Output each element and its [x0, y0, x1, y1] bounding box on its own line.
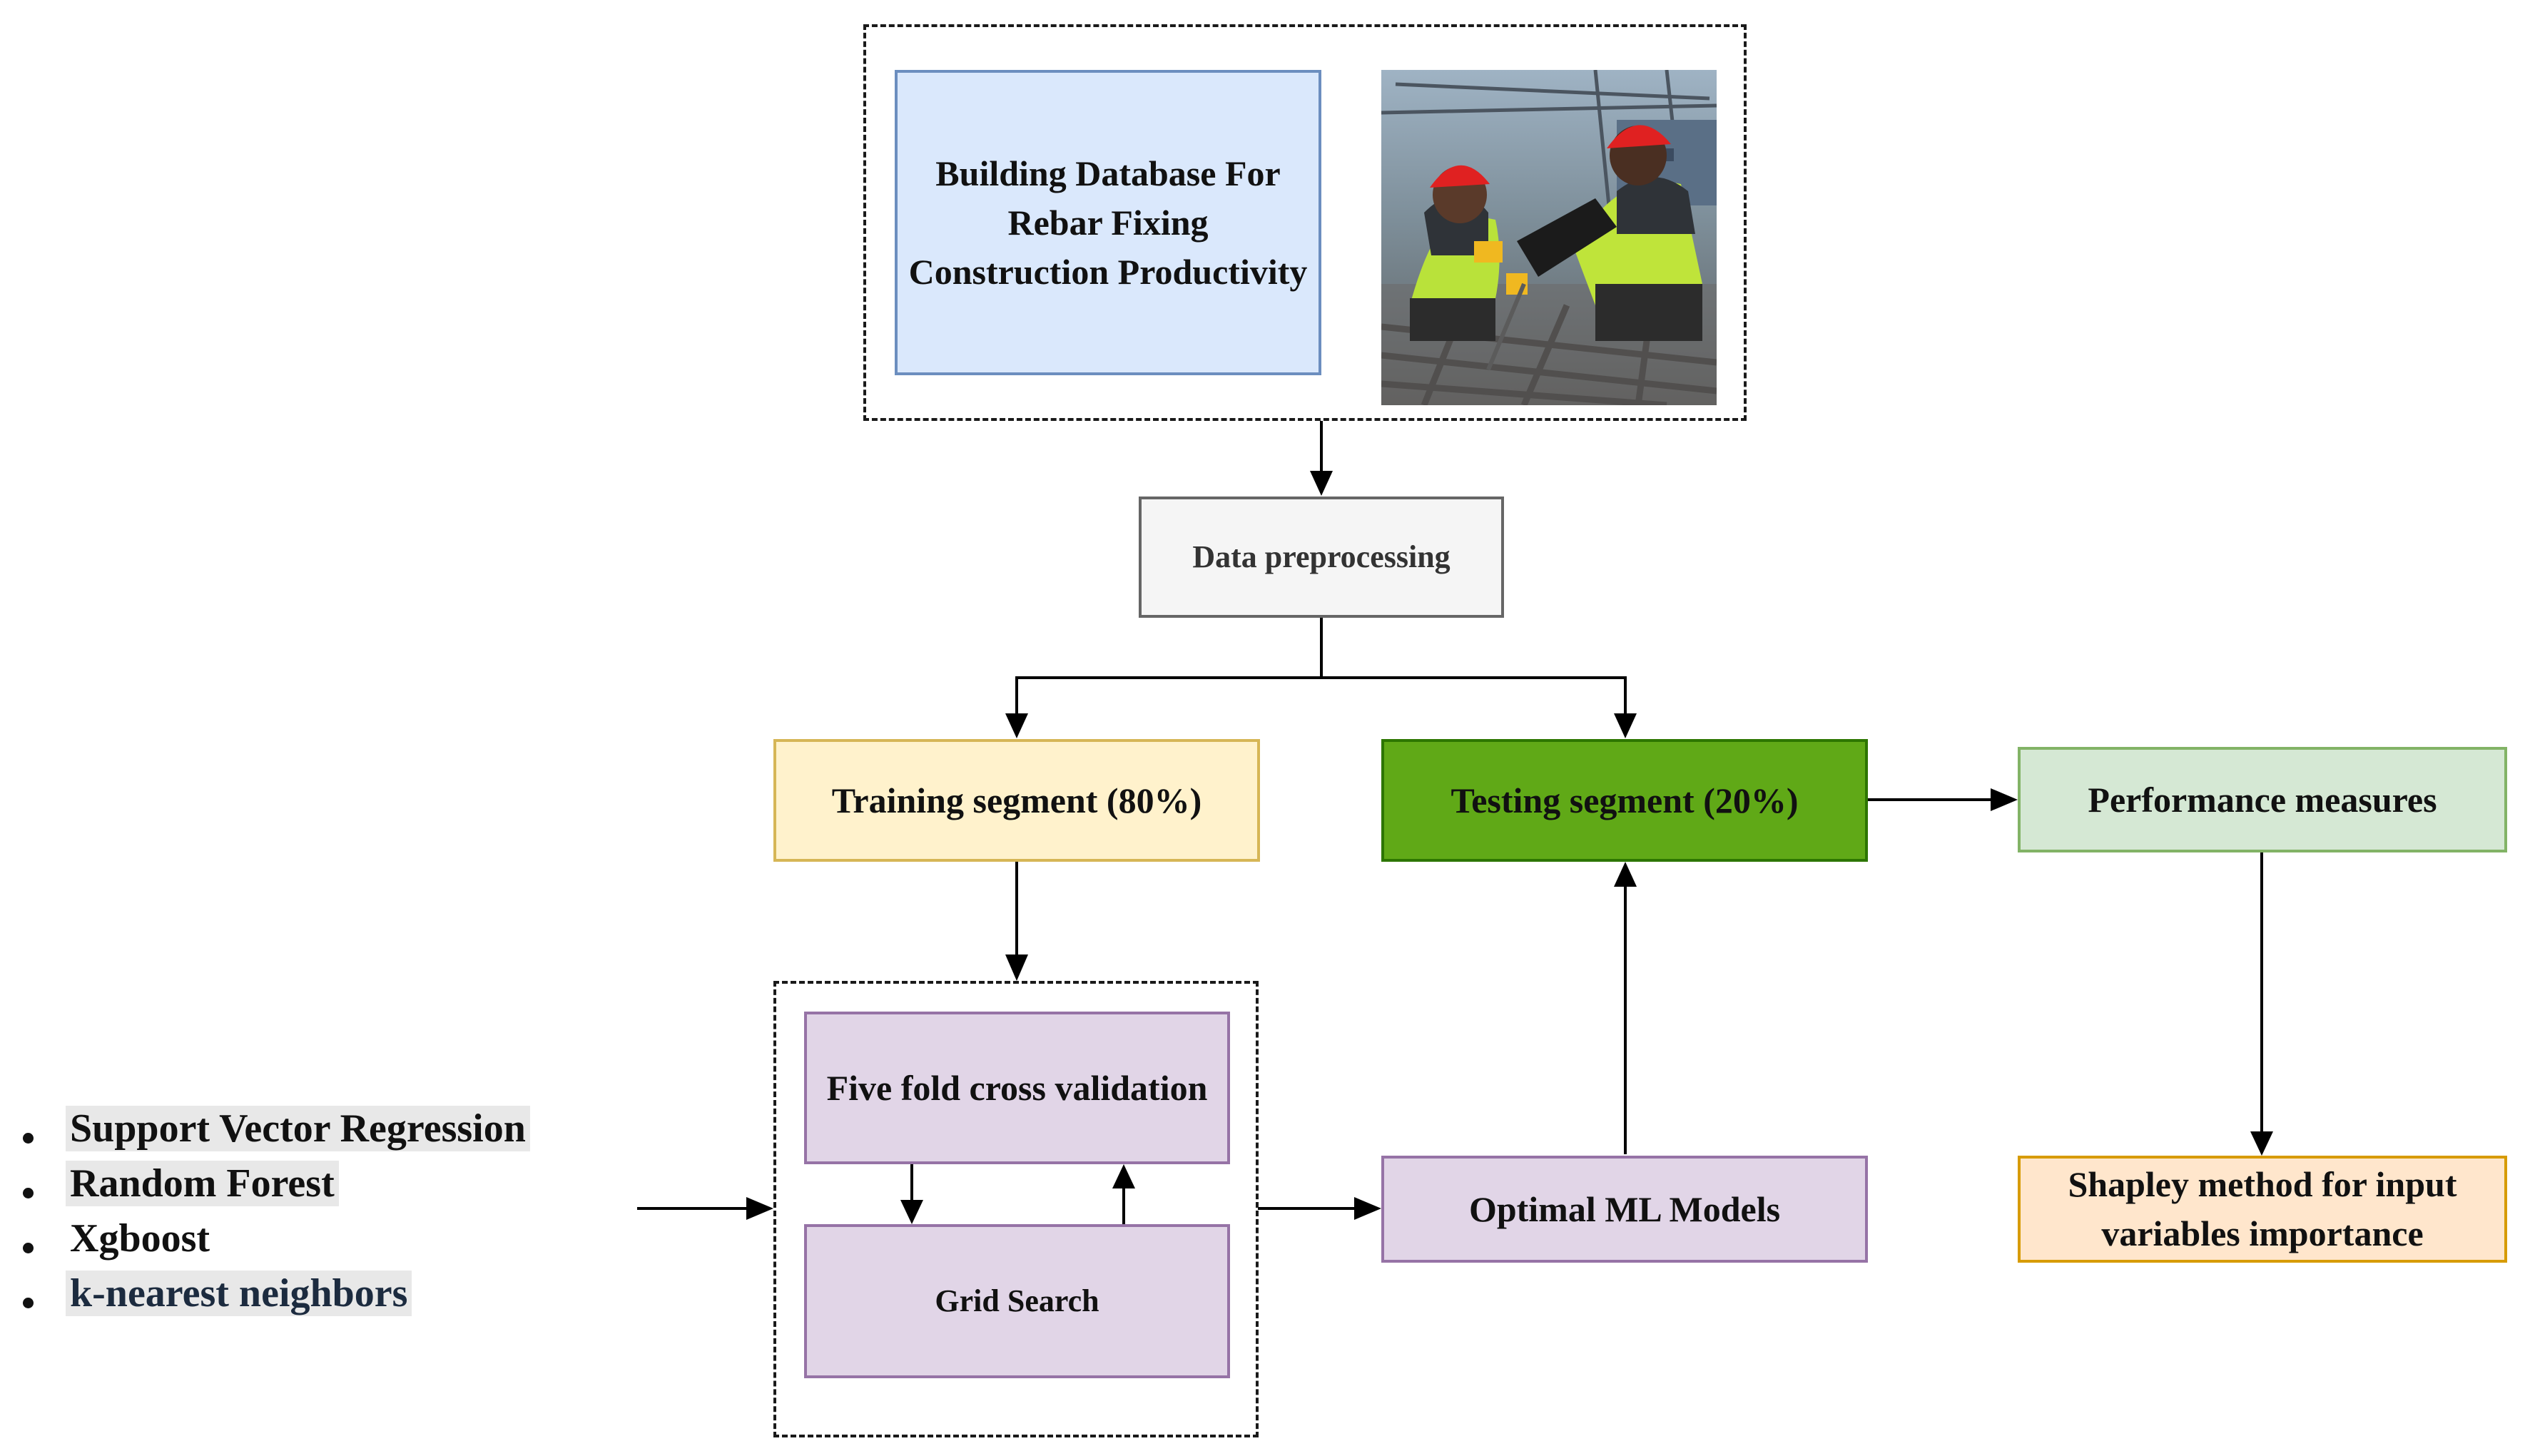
grid-search-label: Grid Search: [935, 1283, 1099, 1318]
training-segment-node: Training segment (80%): [773, 739, 1260, 862]
arrowhead-cv: [1112, 1164, 1135, 1188]
arrowhead-cv-group: [1005, 954, 1028, 981]
model-label: Random Forest: [66, 1161, 339, 1206]
model-tuning-group: [773, 981, 1259, 1437]
data-preprocessing-node: Data preprocessing: [1139, 497, 1504, 618]
data-preprocessing-label: Data preprocessing: [1192, 539, 1451, 574]
cross-validation-node: Five fold cross validation: [804, 1012, 1230, 1164]
arrow-split-to-testing: [1321, 676, 1627, 728]
arrowhead-optimal: [1354, 1197, 1381, 1220]
arrow-split-to-training: [1015, 676, 1321, 728]
arrowhead-testing-up: [1614, 862, 1637, 887]
testing-segment-node: Testing segment (20%): [1381, 739, 1868, 862]
optimal-ml-models-label: Optimal ML Models: [1468, 1188, 1781, 1229]
shapley-method-node: Shapley method for input variables impor…: [2018, 1156, 2507, 1263]
cross-validation-label: Five fold cross validation: [826, 1067, 1208, 1108]
model-label: Support Vector Regression: [66, 1106, 530, 1151]
model-label: k-nearest neighbors: [66, 1271, 412, 1316]
arrowhead-training: [1005, 713, 1028, 738]
arrowhead-list: [746, 1197, 773, 1220]
arrowhead-performance: [1991, 788, 2018, 811]
shapley-method-label: Shapley method for input variables impor…: [2068, 1164, 2457, 1253]
arrowhead-shapley: [2250, 1131, 2273, 1156]
performance-measures-node: Performance measures: [2018, 747, 2507, 852]
rebar-workers-photo-icon: [1381, 70, 1717, 405]
database-group: [863, 24, 1747, 421]
arrowhead-preprocessing: [1310, 471, 1333, 496]
model-label: Xgboost: [66, 1216, 215, 1261]
optimal-ml-models-node: Optimal ML Models: [1381, 1156, 1868, 1263]
testing-segment-label: Testing segment (20%): [1451, 780, 1799, 820]
training-segment-label: Training segment (80%): [831, 780, 1202, 820]
database-node: Building Database For Rebar Fixing Const…: [895, 70, 1321, 375]
arrowhead-grid: [900, 1200, 923, 1224]
performance-measures-label: Performance measures: [2088, 779, 2437, 820]
grid-search-node: Grid Search: [804, 1224, 1230, 1378]
arrowhead-testing: [1614, 713, 1637, 738]
database-label: Building Database For Rebar Fixing Const…: [908, 153, 1308, 292]
